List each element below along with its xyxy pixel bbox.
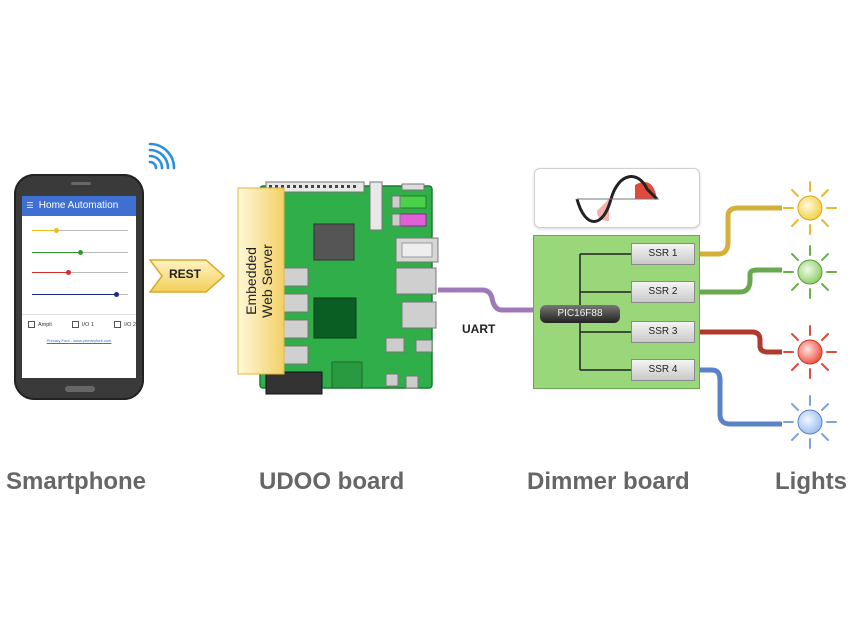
web-server-line2: Web Server	[259, 244, 275, 318]
light-red-icon	[783, 325, 837, 379]
footer-link[interactable]: Primary Font - www.primaryfont.com	[46, 338, 112, 343]
udoo-board	[237, 181, 439, 395]
caption-lights: Lights	[775, 468, 847, 495]
waveform-panel	[534, 168, 700, 228]
checkbox-ampli[interactable]: Ampli	[28, 321, 52, 328]
slider-4[interactable]	[32, 292, 128, 297]
wifi-icon	[148, 142, 176, 170]
caption-dimmer: Dimmer board	[527, 468, 690, 495]
slider-1[interactable]	[32, 228, 128, 233]
slider-fill	[32, 230, 56, 231]
phone-screen: ☰ Home Automation Ampli I/O 1 I/O 2 Prim…	[22, 196, 136, 378]
ssr-3: SSR 3	[631, 321, 695, 343]
checkbox-io1[interactable]: I/O 1	[71, 321, 94, 328]
divider	[22, 314, 136, 315]
app-title: Home Automation	[38, 200, 119, 211]
ssr-1: SSR 1	[631, 243, 695, 265]
uart-label: UART	[462, 322, 496, 336]
app-bar: ☰ Home Automation	[22, 196, 136, 216]
slider-knob[interactable]	[77, 250, 83, 255]
ssr-2: SSR 2	[631, 281, 695, 303]
phone-home-button[interactable]	[65, 386, 95, 392]
slider-3[interactable]	[32, 270, 128, 275]
slider-2[interactable]	[32, 250, 128, 255]
checkbox-row: Ampli I/O 1 I/O 2	[28, 321, 136, 328]
mcu-chip: PIC16F88	[540, 305, 620, 323]
slider-fill	[32, 294, 117, 295]
light-wires	[700, 205, 782, 427]
web-server-label: Embedded Web Server	[243, 244, 275, 318]
caption-smartphone: Smartphone	[6, 468, 147, 495]
dimmer-board: SSR 1 SSR 2 SSR 3 SSR 4 PIC16F88	[533, 235, 700, 389]
light-yellow-icon	[783, 181, 837, 235]
slider-knob[interactable]	[113, 292, 119, 297]
wire-1	[700, 205, 782, 257]
slider-knob[interactable]	[53, 228, 59, 233]
wire-2	[700, 267, 782, 295]
light-green-icon	[783, 245, 837, 299]
light-blue-icon	[783, 395, 837, 449]
uart-wire	[438, 287, 548, 313]
wire-4	[700, 367, 782, 427]
web-server-line1: Embedded	[243, 247, 259, 315]
dimmed-sine-icon	[575, 175, 659, 223]
menu-icon[interactable]: ☰	[26, 201, 34, 210]
rest-label: REST	[168, 267, 201, 281]
smartphone: ☰ Home Automation Ampli I/O 1 I/O 2 Prim…	[14, 174, 144, 400]
phone-speaker	[71, 182, 91, 185]
checkbox-io2[interactable]: I/O 2	[114, 321, 136, 328]
light-bulbs	[783, 181, 837, 449]
slider-fill	[32, 272, 69, 273]
wire-3	[700, 329, 782, 355]
slider-knob[interactable]	[65, 270, 71, 275]
caption-udoo: UDOO board	[259, 468, 405, 495]
ssr-4: SSR 4	[631, 359, 695, 381]
slider-fill	[32, 252, 80, 253]
rest-arrow	[148, 259, 226, 293]
